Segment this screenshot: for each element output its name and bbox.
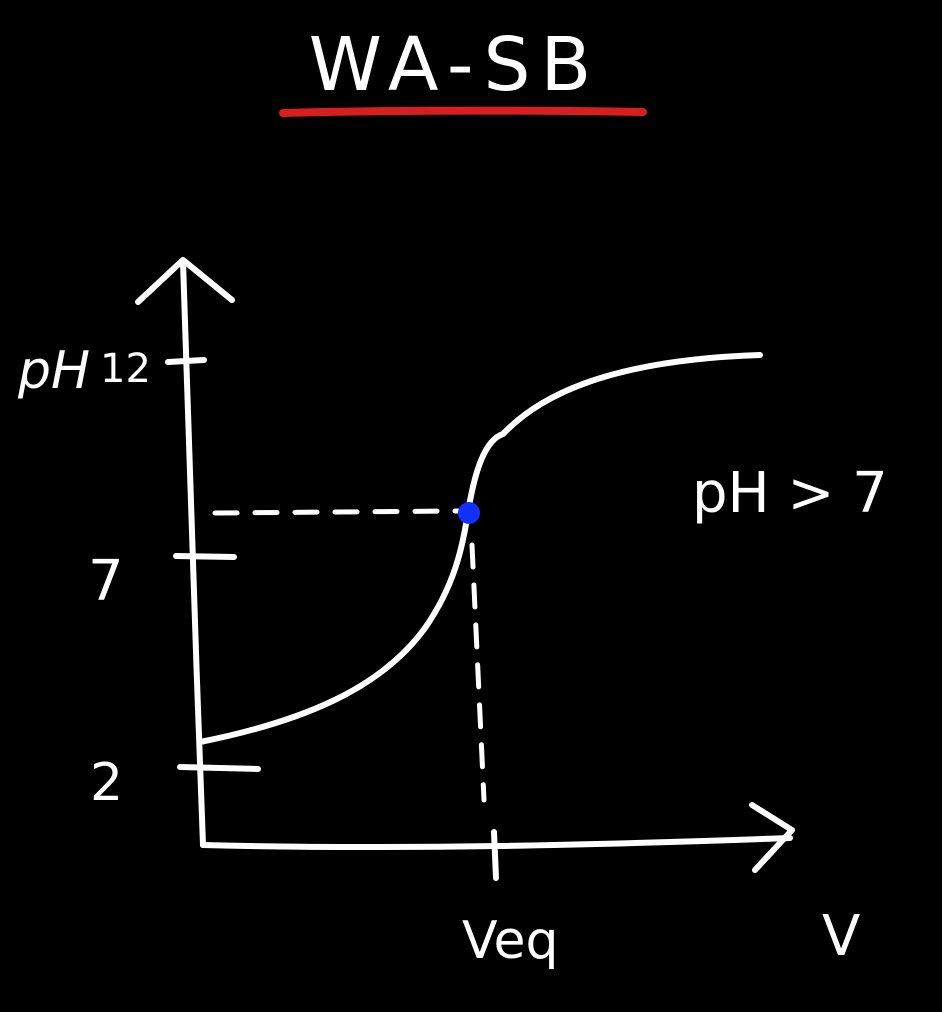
- y-tick-7: [173, 553, 237, 560]
- y-tick-12: [165, 357, 207, 365]
- y-tick-label-12: 12: [100, 346, 151, 392]
- y-tick-2: [177, 764, 261, 772]
- equivalence-ph-guide: [212, 508, 461, 516]
- y-axis-label: pH: [17, 341, 90, 401]
- title-underline: [279, 106, 647, 117]
- title: WA-SB: [309, 22, 602, 108]
- equivalence-point: [458, 502, 480, 524]
- x-axis-arrowhead: [749, 802, 795, 873]
- x-axis: [200, 835, 793, 851]
- y-axis: [180, 259, 206, 848]
- y-tick-label-2: 2: [90, 753, 123, 813]
- x-tick-veq: [491, 829, 499, 881]
- y-tick-label-7: 7: [88, 549, 124, 614]
- ph-annotation: pH > 7: [692, 461, 888, 526]
- x-tick-label-veq: Veq: [462, 911, 559, 971]
- equivalence-volume-guide: [469, 542, 487, 803]
- y-axis-arrowhead: [135, 257, 235, 305]
- x-axis-label: V: [822, 904, 860, 969]
